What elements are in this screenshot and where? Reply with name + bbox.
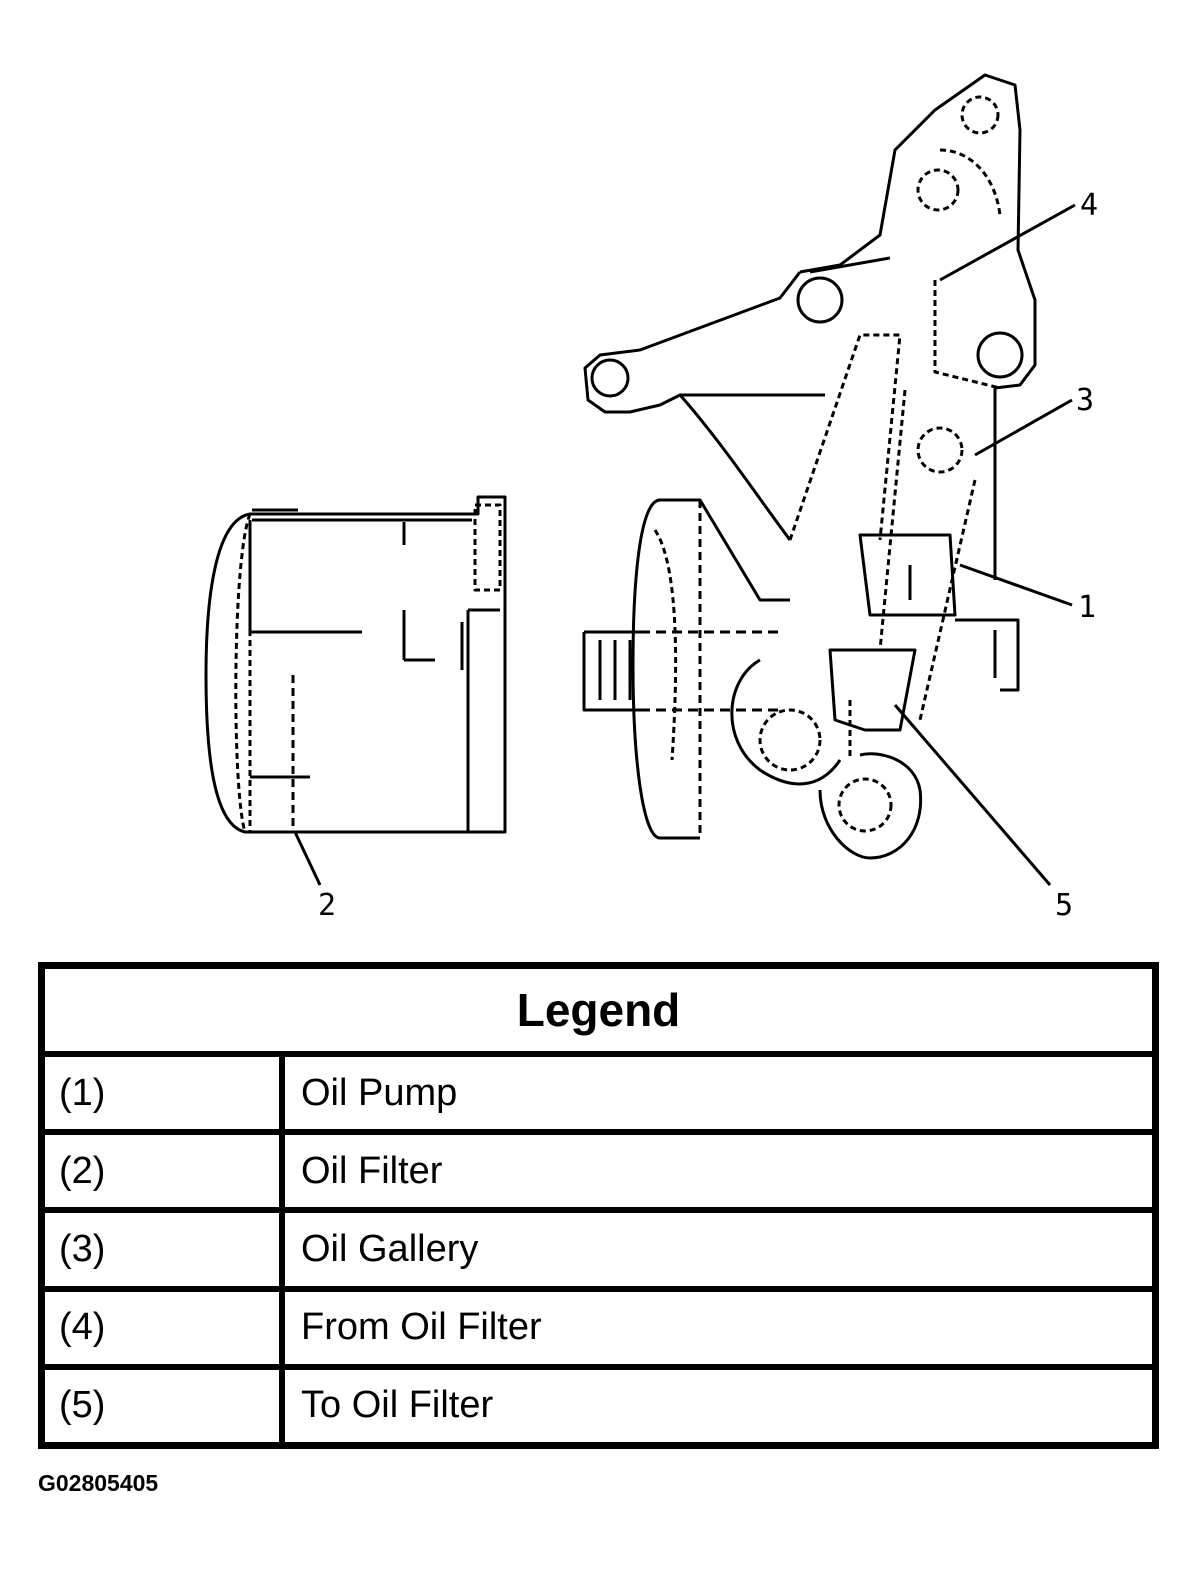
legend-row: (4) From Oil Filter bbox=[45, 1291, 1152, 1370]
legend-number: (1) bbox=[45, 1057, 285, 1130]
oil-pump-diagram: 1 2 3 4 5 bbox=[204, 73, 1098, 923]
legend-description: Oil Gallery bbox=[301, 1228, 479, 1270]
callout-3: 3 bbox=[1076, 383, 1094, 418]
legend-number: (4) bbox=[45, 1291, 285, 1364]
legend-title: Legend bbox=[45, 969, 1152, 1057]
oil-pump-drawing bbox=[582, 73, 1037, 860]
legend-description: From Oil Filter bbox=[301, 1306, 542, 1349]
legend-description: Oil Filter bbox=[301, 1149, 443, 1192]
legend-table: Legend (1) Oil Pump (2) Oil Filter (3) O… bbox=[38, 962, 1159, 1449]
legend-number: (5) bbox=[45, 1369, 285, 1443]
legend-row: (1) Oil Pump bbox=[45, 1057, 1152, 1136]
callout-1: 1 bbox=[1078, 590, 1096, 625]
leader-lines bbox=[293, 203, 1076, 886]
legend-row: (5) To Oil Filter bbox=[45, 1369, 1152, 1443]
legend-row: (2) Oil Filter bbox=[45, 1135, 1152, 1214]
callout-5: 5 bbox=[1055, 888, 1073, 923]
legend-number: (2) bbox=[45, 1135, 285, 1208]
figure-id: G02805405 bbox=[38, 1470, 159, 1496]
legend-description: To Oil Filter bbox=[301, 1384, 494, 1427]
legend-number: (3) bbox=[45, 1213, 285, 1286]
oil-filter-drawing bbox=[204, 495, 507, 834]
callout-4: 4 bbox=[1080, 188, 1098, 223]
legend-description: Oil Pump bbox=[301, 1071, 458, 1114]
callout-2: 2 bbox=[318, 888, 336, 923]
legend-row: (3) Oil Gallery bbox=[45, 1213, 1152, 1292]
